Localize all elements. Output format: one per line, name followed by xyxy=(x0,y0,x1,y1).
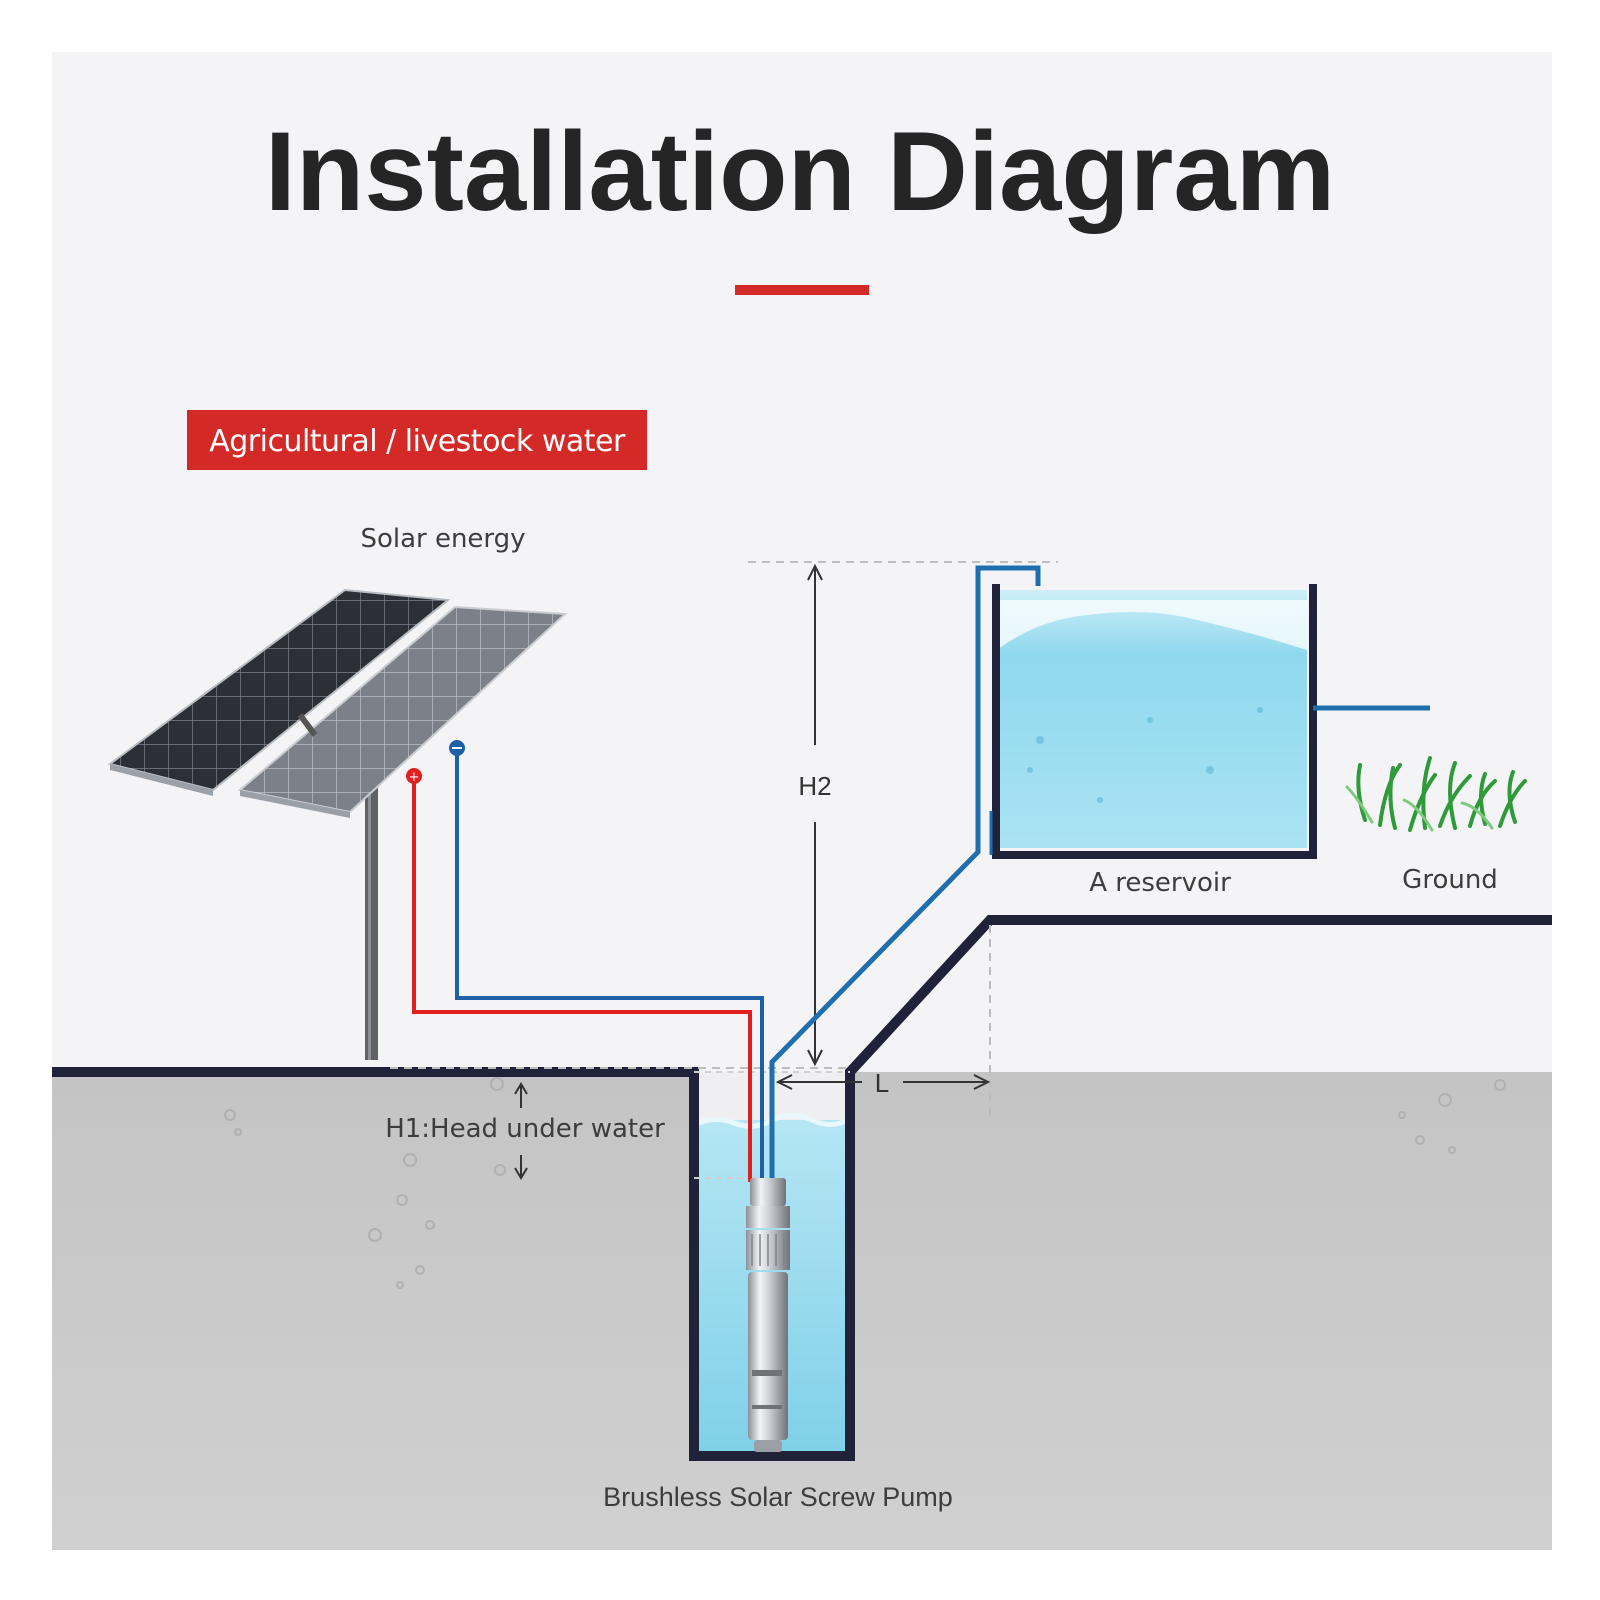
pump-label: Brushless Solar Screw Pump xyxy=(603,1482,953,1512)
delivery-pipe xyxy=(769,565,1041,1182)
reservoir-splash xyxy=(997,600,1307,650)
reservoir-outline xyxy=(992,584,1317,859)
grass-shadow xyxy=(1345,785,1494,832)
wire-negative xyxy=(455,750,764,1182)
h1-arrowhead-up xyxy=(514,1082,528,1095)
solar-pole xyxy=(365,760,378,1060)
l-arrowhead-right xyxy=(973,1074,991,1090)
l-arrowhead-left xyxy=(775,1074,793,1090)
solar-pole-highlight xyxy=(368,760,371,1060)
ground-label: Ground xyxy=(1402,865,1498,895)
h2-arrowhead-bottom xyxy=(807,1049,823,1067)
solar-panel-icon xyxy=(107,588,568,818)
category-badge xyxy=(187,410,647,470)
h2-label: H2 xyxy=(798,771,831,801)
ground-bubbles xyxy=(224,1077,1506,1289)
reservoir-label: A reservoir xyxy=(1089,868,1231,898)
positive-terminal xyxy=(406,768,422,784)
pump-icon xyxy=(746,1178,790,1452)
wire-positive xyxy=(412,778,752,1182)
negative-terminal-sign xyxy=(452,747,462,749)
solar-energy-label: Solar energy xyxy=(360,524,525,554)
h2-arrowhead-top xyxy=(807,563,823,581)
category-badge-label: Agricultural / livestock water xyxy=(209,424,626,459)
reservoir-bubbles xyxy=(1027,707,1263,803)
upper-ground-band xyxy=(990,925,1552,1072)
title-underline xyxy=(735,285,869,295)
page-title: Installation Diagram xyxy=(265,109,1335,234)
positive-terminal-sign: + xyxy=(409,770,420,785)
h1-label: H1:Head under water xyxy=(385,1114,665,1144)
h1-arrowhead-down xyxy=(514,1167,528,1180)
l-label: L xyxy=(875,1068,889,1098)
